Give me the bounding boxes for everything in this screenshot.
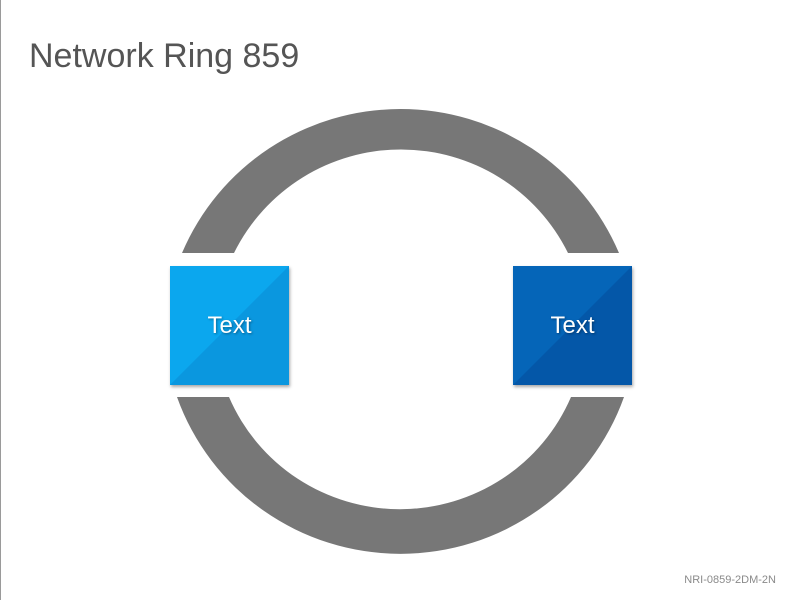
ring-top-arc xyxy=(182,109,619,253)
page-title: Network Ring 859 xyxy=(29,37,300,75)
footer-code: NRI-0859-2DM-2N xyxy=(684,574,776,586)
ring-bottom-arc xyxy=(177,397,624,554)
node-left-label: Text xyxy=(207,311,252,339)
ring-node-left[interactable]: Text xyxy=(170,266,289,385)
node-right-label: Text xyxy=(550,311,595,339)
ring-node-right[interactable]: Text xyxy=(513,266,632,385)
slide-left-border xyxy=(0,0,1,600)
node-right-fill xyxy=(513,266,632,385)
node-left-fill xyxy=(170,266,289,385)
